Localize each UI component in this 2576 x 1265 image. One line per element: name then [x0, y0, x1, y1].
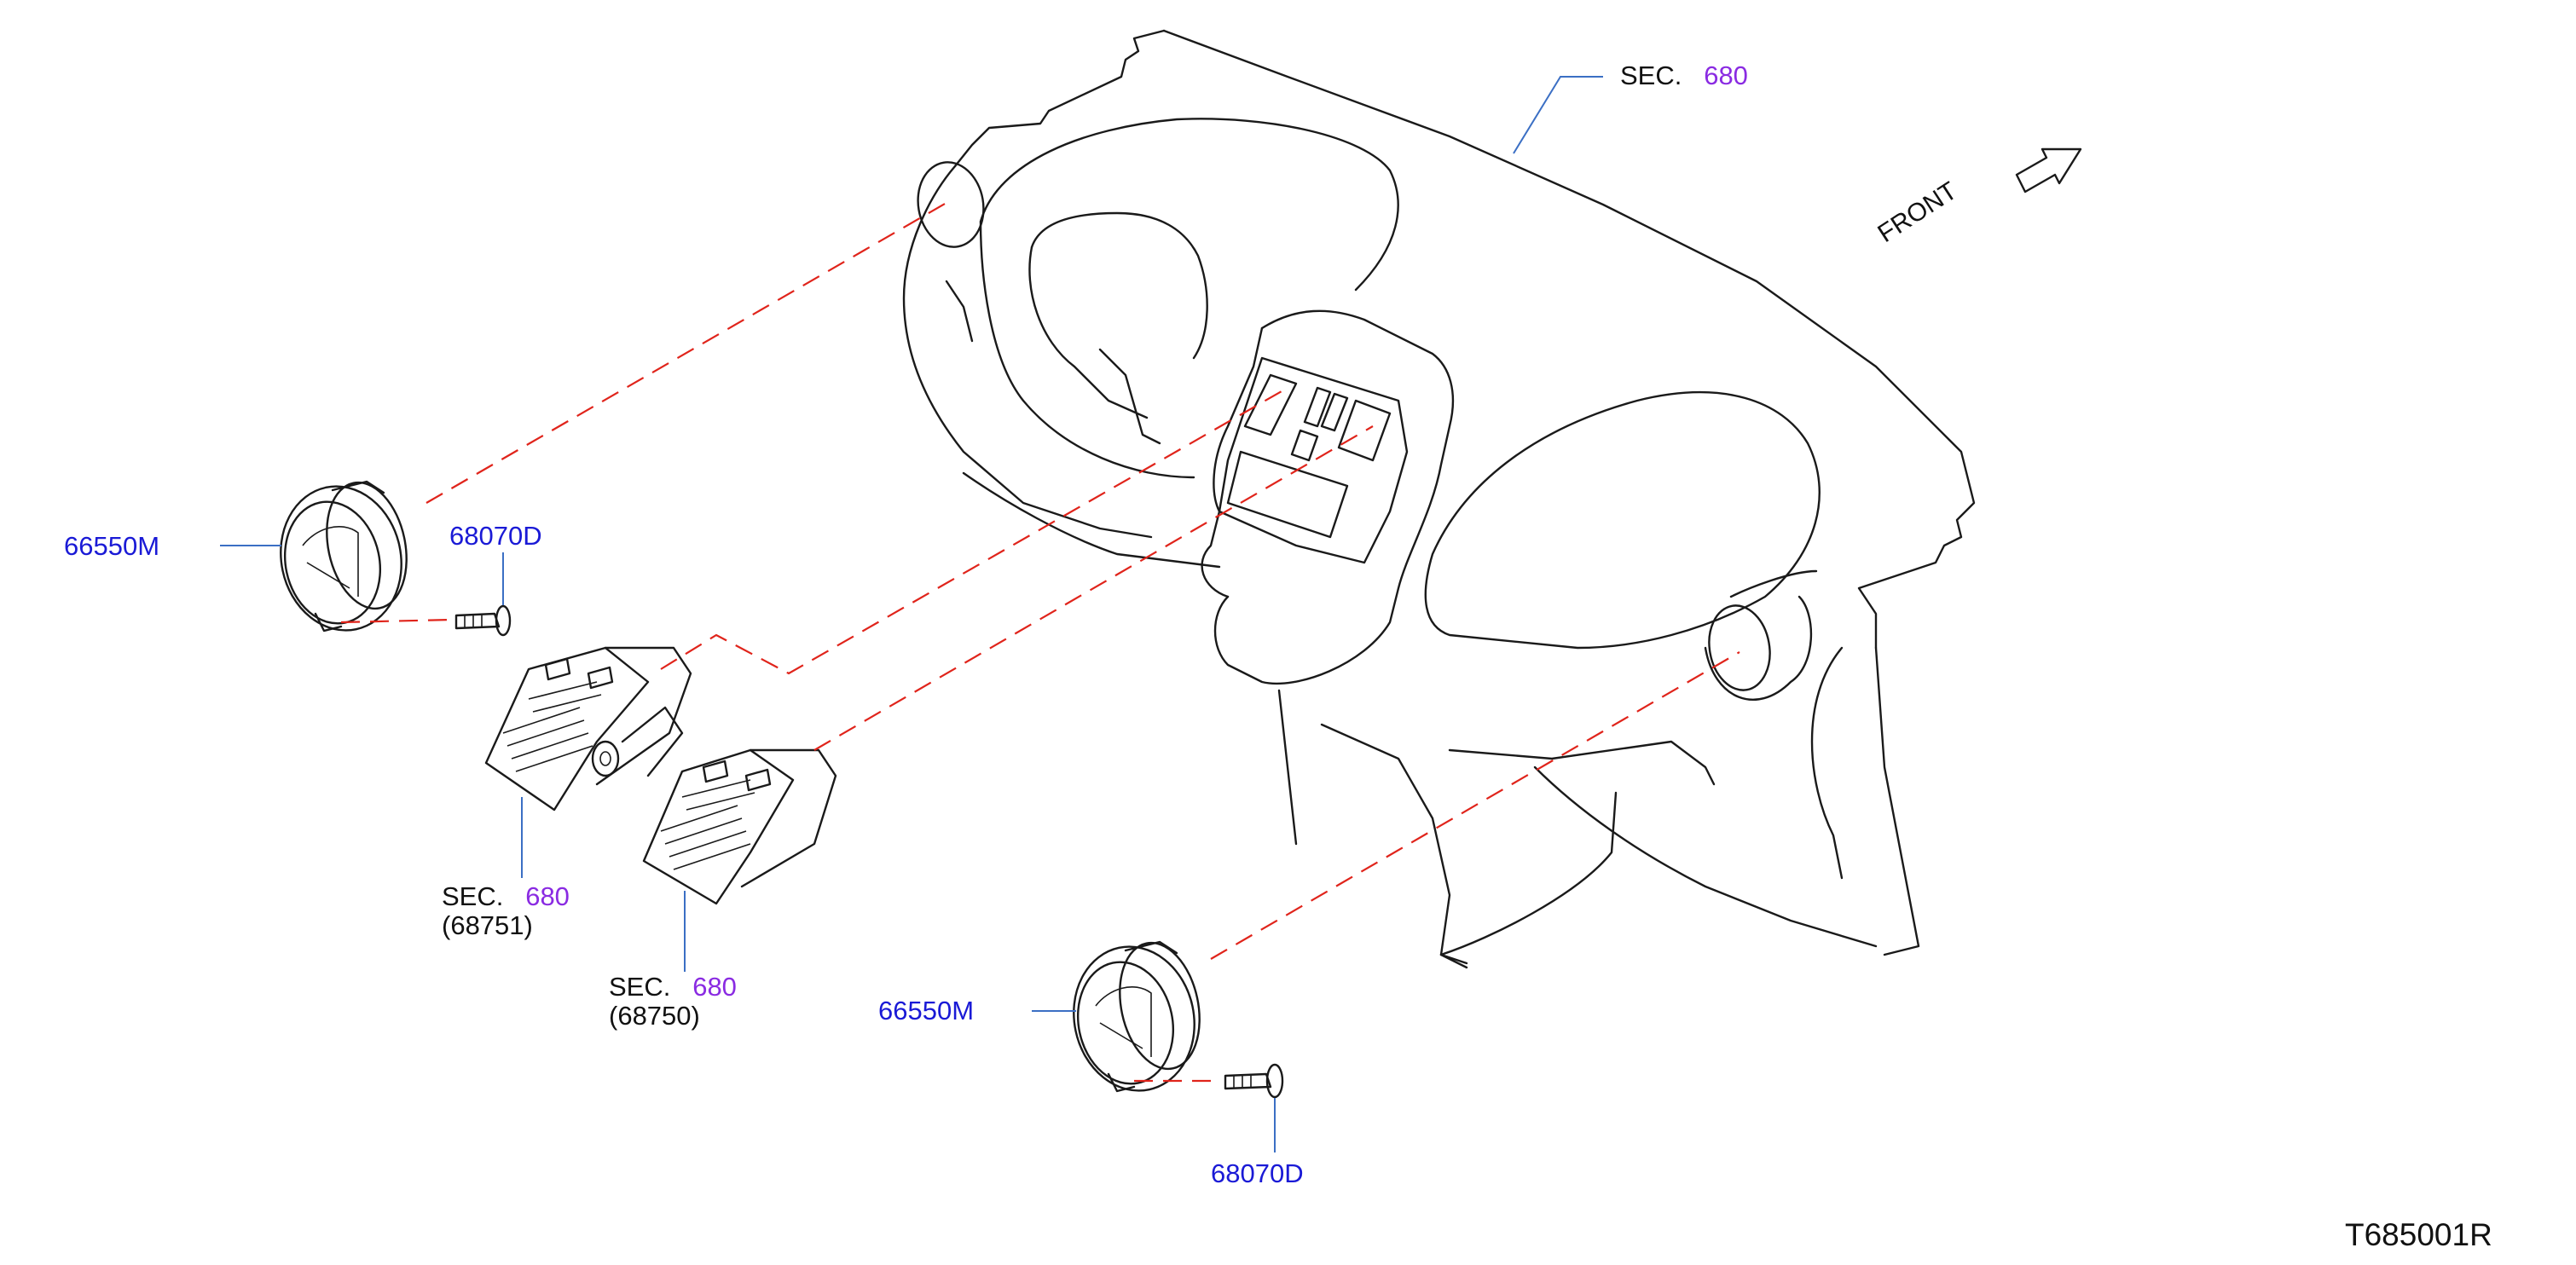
dash-line-left-vent	[425, 199, 952, 504]
diagram-code: T685001R	[2345, 1217, 2492, 1252]
leader-sec-top	[1513, 76, 1603, 154]
part-66550m-left[interactable]: 66550M	[64, 531, 160, 561]
side-vent-right	[1073, 940, 1201, 1093]
sec-68750-prefix: SEC.	[609, 972, 671, 1002]
side-vent-left	[280, 480, 408, 632]
screw-right	[1224, 1063, 1284, 1099]
dash-line-center-vent-68750	[813, 425, 1374, 751]
sec-68751-number[interactable]: 680	[525, 881, 570, 911]
dash-line-center-vent-68751	[660, 387, 1288, 675]
instrument-panel	[902, 29, 1976, 969]
center-vent-68750	[642, 748, 837, 905]
dash-line-left-screw	[340, 618, 453, 624]
sec-68751-label: SEC. 680 (68751)	[442, 882, 570, 940]
center-vent-68751	[484, 646, 692, 812]
sec-68750-label: SEC. 680 (68750)	[609, 973, 737, 1031]
assembly-lines	[340, 199, 1740, 1083]
sec-top-prefix: SEC.	[1620, 61, 1682, 90]
part-66550m-right[interactable]: 66550M	[878, 996, 975, 1025]
sec-68750-number[interactable]: 680	[692, 972, 737, 1002]
front-arrow-icon	[2015, 147, 2082, 194]
dash-line-right-vent	[1210, 651, 1740, 960]
part-68070d-left[interactable]: 68070D	[449, 521, 542, 551]
sec-top-number[interactable]: 680	[1704, 61, 1748, 90]
sec-top-label: SEC. 680	[1620, 61, 1748, 90]
sec-68751-sub: (68751)	[442, 910, 533, 940]
part-68070d-right[interactable]: 68070D	[1211, 1158, 1304, 1188]
sec-68750-sub: (68750)	[609, 1001, 700, 1031]
sec-68751-prefix: SEC.	[442, 881, 504, 911]
leader-lines	[220, 76, 1603, 1152]
screw-left	[454, 604, 512, 637]
